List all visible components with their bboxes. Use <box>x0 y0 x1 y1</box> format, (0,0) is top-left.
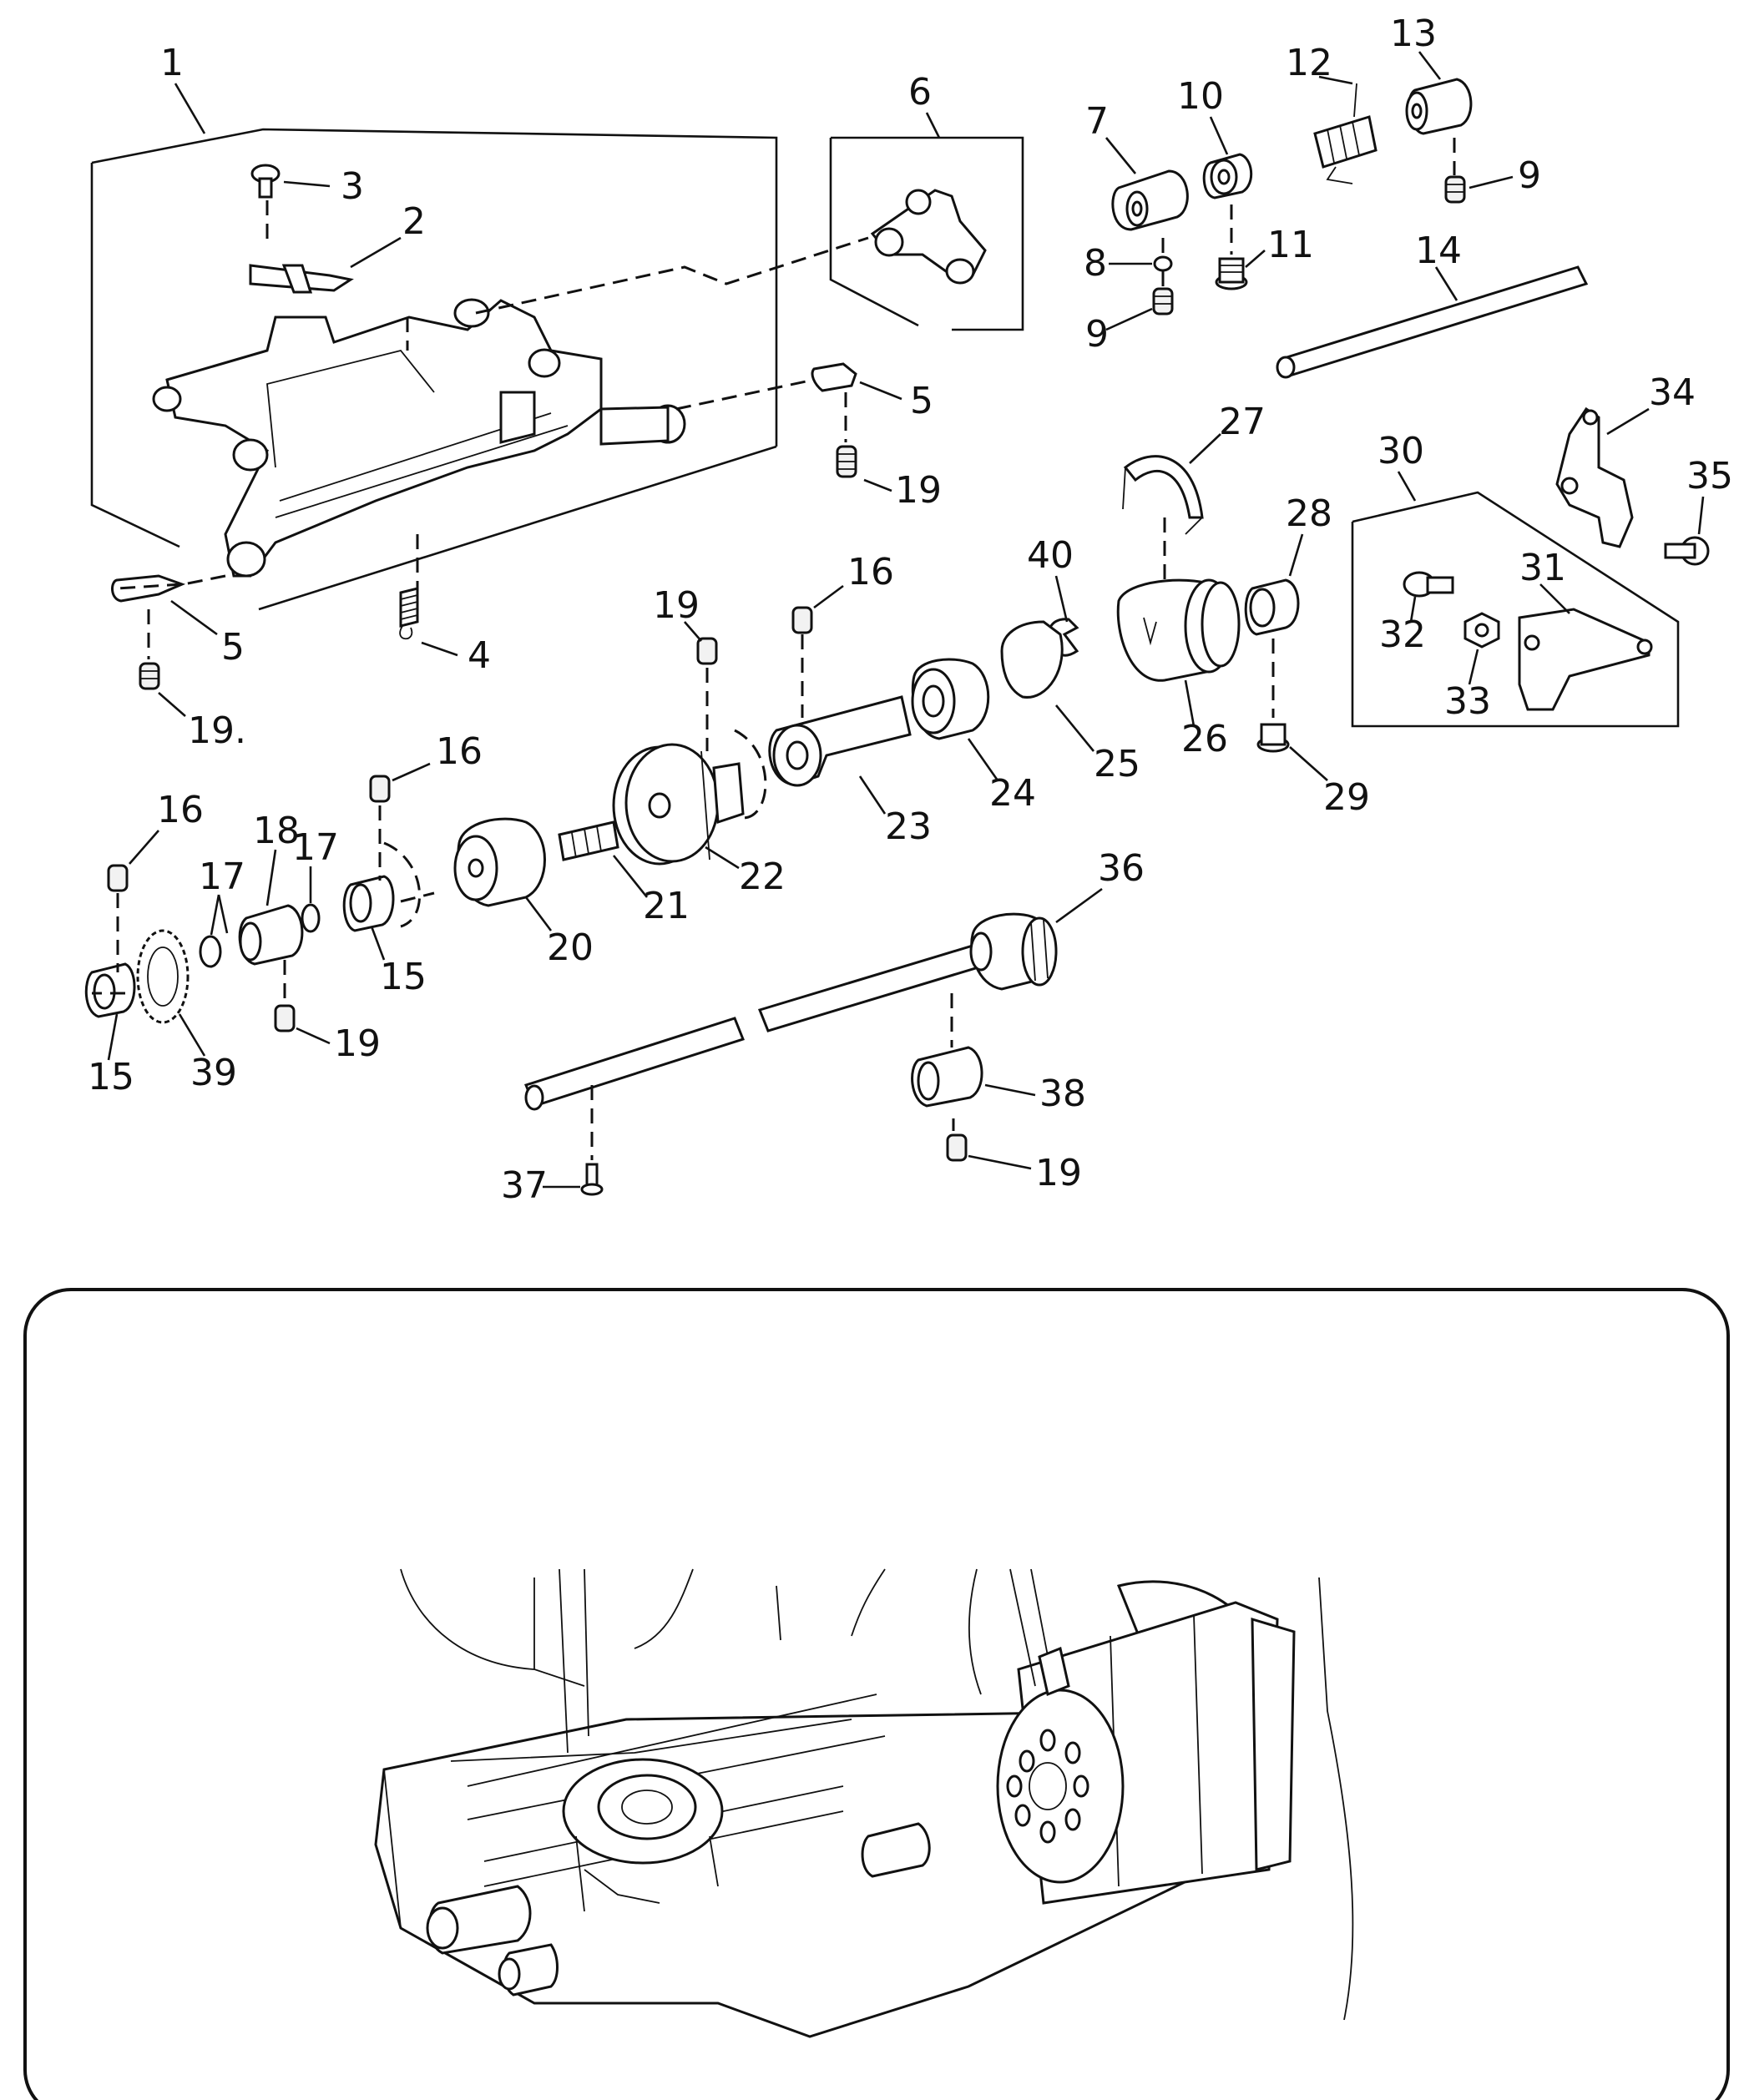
callout-27: 27 <box>1219 401 1266 443</box>
motor-vent-holes <box>1006 1729 1089 1844</box>
assembly-6-box <box>829 136 1024 331</box>
part-33-nut <box>1463 612 1500 649</box>
part-31-plate <box>1518 608 1653 711</box>
part-20-pulley <box>453 817 546 907</box>
callout-19-lower-right: 19 <box>1035 1152 1082 1194</box>
part-26-hook-drum <box>1116 578 1241 682</box>
callout-16-mid: 16 <box>436 730 483 773</box>
callout-33: 33 <box>1444 680 1491 723</box>
set-screws-16-19-mid <box>107 606 968 1162</box>
callout-11: 11 <box>1267 224 1314 266</box>
part-7-sleeve <box>1111 169 1189 231</box>
part-10-bushing <box>1202 153 1253 199</box>
part-37-screw <box>580 1163 604 1196</box>
callout-15-left: 15 <box>88 1056 134 1098</box>
part-27-clip <box>1122 455 1204 535</box>
callout-5-left: 5 <box>221 626 245 669</box>
part-23-shaft-sleeve <box>768 695 912 787</box>
dashed-lines-top-right <box>1161 138 1456 288</box>
callout-19-left-upper: 19. <box>188 709 246 752</box>
callout-25: 25 <box>1094 743 1140 785</box>
callout-34: 34 <box>1649 371 1696 414</box>
callout-36: 36 <box>1098 847 1145 890</box>
callout-32: 32 <box>1379 613 1426 656</box>
machine-base-illustration <box>374 1568 1354 2038</box>
part-21-spring <box>558 820 619 861</box>
callout-14: 14 <box>1415 230 1462 272</box>
part-12-spring <box>1313 83 1378 184</box>
callout-28: 28 <box>1286 492 1332 535</box>
callout-2: 2 <box>402 200 426 243</box>
callout-39: 39 <box>190 1052 237 1094</box>
part-2-bracket <box>249 264 354 294</box>
dashed-lines-mid <box>92 517 1275 1131</box>
callout-17-left: 17 <box>199 856 245 898</box>
hook-drive-frame <box>152 298 686 578</box>
part-39-gear-disc <box>136 929 190 1024</box>
callout-21: 21 <box>643 885 690 927</box>
assembly-1-box <box>90 128 778 611</box>
part-13-sleeve <box>1405 78 1473 135</box>
part-15-bushing-left <box>84 962 136 1018</box>
callout-37: 37 <box>501 1164 548 1207</box>
callout-3: 3 <box>341 165 364 208</box>
callout-19-mid: 19 <box>653 584 700 627</box>
part-36-shaft-assembly <box>524 912 1058 1111</box>
part-15-bushing-mid <box>342 841 421 932</box>
callout-19-right-upper: 19 <box>895 469 942 512</box>
callout-20: 20 <box>547 926 594 969</box>
callout-29: 29 <box>1323 776 1370 819</box>
callout-8: 8 <box>1084 242 1107 285</box>
part-4-spring <box>399 587 419 640</box>
callout-40: 40 <box>1027 534 1074 577</box>
part-17-washers <box>199 903 321 968</box>
callout-1: 1 <box>160 42 184 84</box>
set-screws-19-upper <box>139 445 857 690</box>
part-32-screw <box>1403 571 1454 598</box>
callout-10: 10 <box>1177 75 1224 118</box>
dashed-lines-lower <box>590 993 953 1160</box>
callout-9-right: 9 <box>1518 154 1541 197</box>
callout-16-left: 16 <box>157 789 204 831</box>
part-22-gear <box>612 729 767 866</box>
callout-19-lower-left: 19 <box>334 1022 381 1065</box>
callout-38: 38 <box>1039 1073 1086 1115</box>
callout-9-left: 9 <box>1085 313 1109 356</box>
callout-35: 35 <box>1686 455 1733 497</box>
part-3-screw <box>250 164 281 199</box>
part-34-bracket <box>1555 406 1634 548</box>
part-8-collar <box>1153 255 1173 272</box>
part-5-caps <box>111 362 857 603</box>
callout-13: 13 <box>1390 13 1437 55</box>
callout-labels: 1 2 3 4 5 5 6 7 8 9 9 10 11 12 13 14 15 … <box>88 13 1733 1207</box>
part-29-screw <box>1256 723 1290 753</box>
part-35-screw <box>1664 536 1710 566</box>
callout-7: 7 <box>1085 100 1109 143</box>
callout-15-mid: 15 <box>380 956 427 998</box>
assembly-30-box <box>1351 491 1680 728</box>
callout-17-right: 17 <box>292 826 339 869</box>
callout-22: 22 <box>739 856 786 898</box>
callout-31: 31 <box>1519 547 1566 589</box>
callout-26: 26 <box>1181 718 1228 760</box>
callout-5-right: 5 <box>910 380 933 422</box>
callout-30: 30 <box>1378 430 1424 472</box>
part-11-screw <box>1215 257 1248 290</box>
callout-4: 4 <box>468 634 491 677</box>
callout-18: 18 <box>253 810 300 852</box>
callout-23: 23 <box>885 805 932 848</box>
part-18-sleeve <box>238 904 304 966</box>
part-25-cam <box>1000 620 1064 699</box>
part-9-setscrews <box>1152 175 1466 316</box>
part-38-bushing <box>911 1046 983 1108</box>
part-14-shaft <box>1276 265 1589 379</box>
part-28-collar <box>1244 578 1300 636</box>
part-24-bushing <box>911 658 990 740</box>
dashed-link-lines-top <box>116 200 869 659</box>
callout-16-right: 16 <box>847 551 894 593</box>
callout-6: 6 <box>908 71 932 114</box>
